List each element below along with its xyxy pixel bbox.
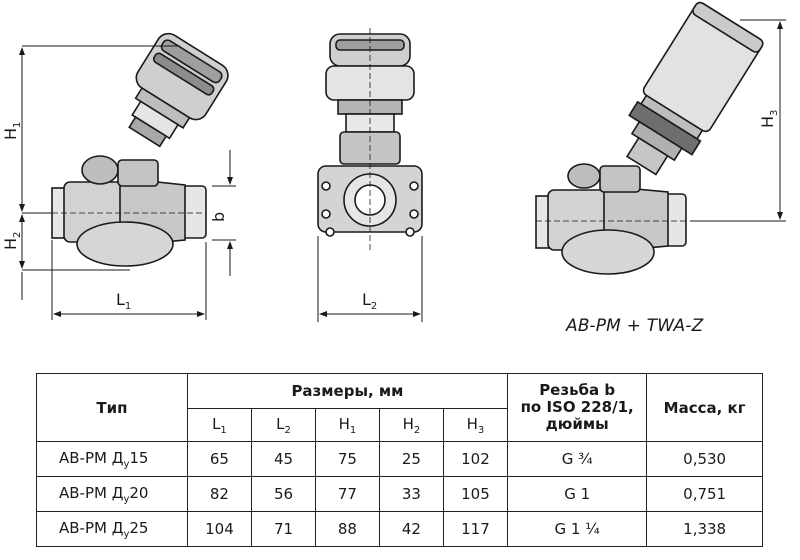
header-type: Тип (36, 373, 188, 442)
spec-table: Тип Размеры, мм Резьба b по ISO 228/1, д… (36, 373, 763, 547)
cell-l1: 104 (186, 511, 253, 547)
dim-l1-label: L1 (116, 290, 131, 312)
subheader-h1: H1 (314, 408, 380, 442)
cell-thread: G 1 (507, 476, 648, 512)
cell-thread: G ¾ (507, 441, 648, 477)
cell-mass: 0,530 (646, 441, 763, 477)
subheader-l1: L1 (186, 408, 253, 442)
cell-mass: 1,338 (646, 511, 763, 547)
cell-mass: 0,751 (646, 476, 763, 512)
dim-h1-label: H1 (1, 122, 23, 140)
cell-l1: 82 (186, 476, 253, 512)
subheader-l2: L2 (251, 408, 316, 442)
cell-l2: 56 (251, 476, 316, 512)
cell-thread: G 1 ¼ (507, 511, 648, 547)
header-mass: Масса, кг (646, 373, 763, 442)
subheader-h3: H3 (442, 408, 509, 442)
cell-h1: 75 (314, 441, 380, 477)
cell-h3: 105 (442, 476, 509, 512)
table-row: AB-PM Ду25 104 71 88 42 117 G 1 ¼ 1,338 (36, 511, 763, 547)
dim-h2-label: H2 (1, 232, 23, 250)
front-view-drawing (317, 28, 423, 250)
cell-h3: 102 (442, 441, 509, 477)
cell-h1: 77 (314, 476, 380, 512)
header-thread: Резьба b по ISO 228/1, дюймы (507, 373, 648, 442)
cell-type: AB-PM Ду25 (36, 511, 188, 547)
cell-l1: 65 (186, 441, 253, 477)
dim-b-label: b (209, 212, 228, 222)
cell-h2: 33 (378, 476, 444, 512)
side-view-drawing (51, 32, 229, 267)
table-row: AB-PM Ду20 82 56 77 33 105 G 1 0,751 (36, 476, 763, 512)
figure-caption: AB-PM + TWA-Z (566, 316, 704, 336)
valve-drawings: H1 H2 b L1 L2 (1, 1, 786, 322)
cell-h2: 25 (378, 441, 444, 477)
cell-type: AB-PM Ду20 (36, 476, 188, 512)
header-dimensions: Размеры, мм (186, 373, 509, 409)
cell-h2: 42 (378, 511, 444, 547)
actuator-view-drawing (535, 1, 764, 275)
cell-h3: 117 (442, 511, 509, 547)
cell-type: AB-PM Ду15 (36, 441, 188, 477)
subheader-h2: H2 (378, 408, 444, 442)
dim-h3-label: H3 (758, 110, 780, 128)
cell-l2: 45 (251, 441, 316, 477)
dim-l2-label: L2 (362, 290, 377, 312)
cell-l2: 71 (251, 511, 316, 547)
cell-h1: 88 (314, 511, 380, 547)
table-row: AB-PM Ду15 65 45 75 25 102 G ¾ 0,530 (36, 441, 763, 477)
